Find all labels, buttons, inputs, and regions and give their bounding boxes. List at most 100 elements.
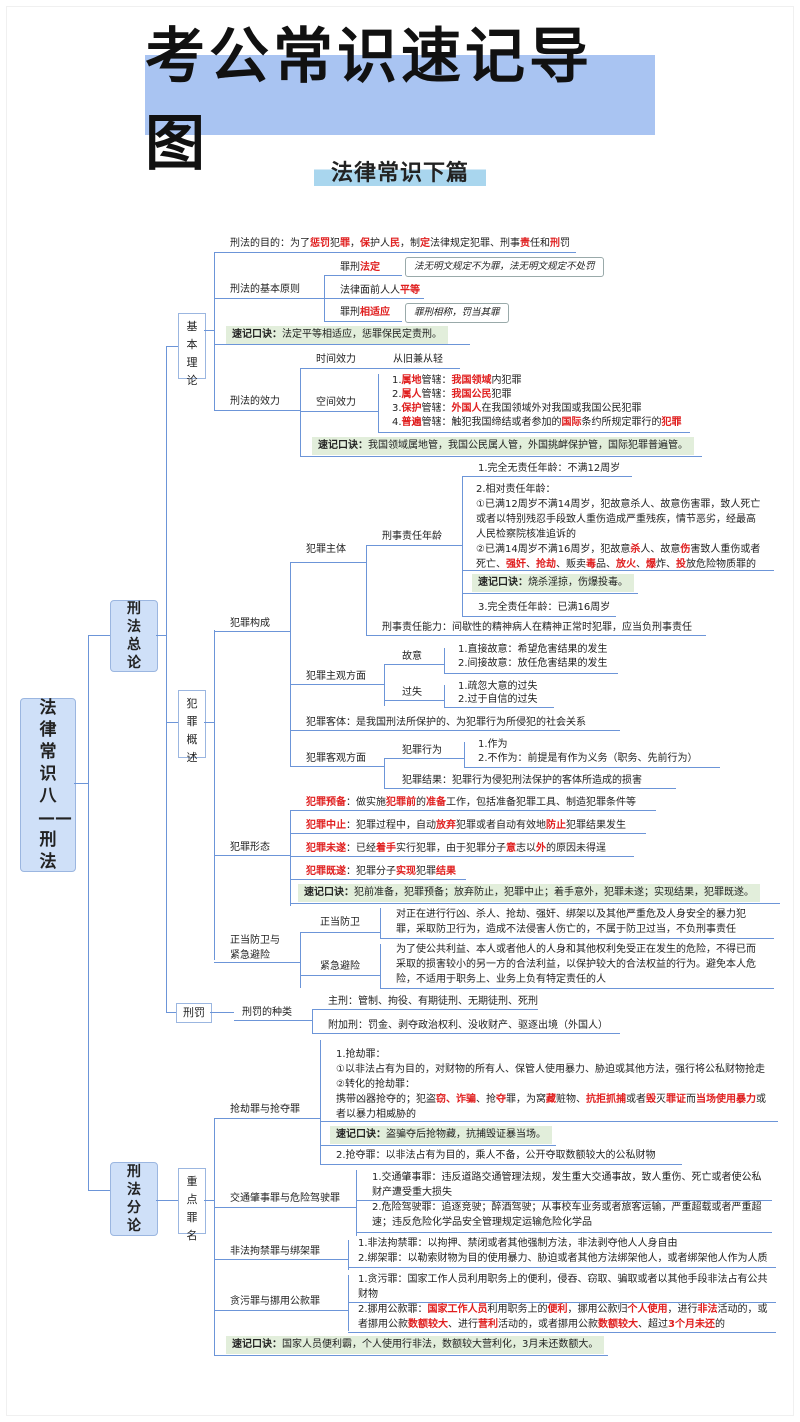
xw2: 2.不作为：前提是有作为义务（职务、先前行为）: [478, 753, 698, 764]
connector: [290, 684, 384, 685]
yubei: 犯罪预备：做实施犯罪前的准备工作，包括准备犯罪工具、制造犯罪条件等: [306, 797, 636, 808]
connector: [214, 298, 324, 299]
keti: 犯罪客体：是我国刑法所保护的、为犯罪行为所侵犯的社会关系: [306, 717, 586, 728]
connector: [166, 722, 178, 723]
connector: [312, 1033, 620, 1034]
node-fzgs[interactable]: 犯罪概述: [178, 690, 206, 764]
node-xf[interactable]: 刑罚: [176, 1003, 212, 1023]
connector: [384, 664, 444, 665]
connector: [214, 630, 215, 960]
zhonglei-label: 刑罚的种类: [242, 1007, 292, 1018]
age1: 1.完全无责任年龄：不满12周岁: [478, 463, 621, 474]
connector: [348, 1240, 349, 1270]
guyi-label: 故意: [402, 651, 422, 662]
xingtai-label: 犯罪形态: [230, 842, 270, 853]
connector: [366, 545, 462, 546]
qiangjie-label: 抢劫罪与抢夺罪: [230, 1104, 300, 1115]
connector: [356, 1200, 772, 1201]
guoshi-label: 过失: [402, 687, 422, 698]
connector: [300, 368, 301, 456]
connector: [290, 810, 291, 906]
kongjian-list: 1.属地管辖：我国领域内犯罪 2.属人管辖：我国公民犯罪 3.保护管辖：外国人在…: [392, 375, 682, 428]
connector: [204, 330, 214, 331]
connector: [290, 879, 466, 880]
connector: [166, 346, 167, 1012]
connector: [384, 788, 676, 789]
jiaotong-text: 1.交通肇事罪：违反道路交通管理法规，发生重大交通事故，致人重伤、死亡或者使公私…: [372, 1172, 762, 1228]
zhuti-label: 犯罪主体: [306, 544, 346, 555]
connector: [348, 1267, 776, 1268]
node-zdzm[interactable]: 重点罪名: [178, 1168, 206, 1242]
connector: [290, 562, 366, 563]
connector: [234, 1020, 312, 1021]
connector: [214, 1310, 348, 1311]
connector: [214, 1355, 608, 1356]
tip-xingtai: 速记口诀：犯前准备，犯罪预备；放弃防止，犯罪中止；着手意外，犯罪未遂；实现结果，…: [298, 884, 760, 902]
purpose-text: 刑法的目的：为了惩罚犯罪，保护人民，制定法律规定犯罪、刑事责任和刑罚: [230, 238, 570, 249]
tip-tanwu: 速记口诀：国家人员便利霸，个人使用行非法，数额较大营利化，3月未还数额大。: [226, 1336, 605, 1354]
connector: [366, 545, 367, 635]
connector: [300, 411, 378, 412]
connector: [300, 368, 460, 369]
jiaotong-label: 交通肇事罪与危险驾驶罪: [230, 1193, 340, 1204]
weisui: 犯罪未遂：已经着手实行犯罪，由于犯罪分子意志以外的原因未得逞: [306, 843, 606, 854]
connector: [320, 1164, 682, 1165]
connector: [214, 1259, 348, 1260]
connector: [356, 1170, 357, 1236]
node-xffl[interactable]: 刑法分论: [110, 1162, 158, 1236]
connector: [312, 1009, 313, 1033]
goucheng-label: 犯罪构成: [230, 618, 270, 629]
connector: [380, 988, 774, 989]
qiangjie-text: 1.抢劫罪： ①以非法占有为目的，对财物的所有人、保管人使用暴力、胁迫或其他方法…: [336, 1049, 766, 1120]
age2: 2.相对责任年龄： ①已满12周岁不满14周岁，犯故意杀人、故意伤害罪，致人死亡…: [476, 484, 761, 570]
jieguo: 犯罪结果：犯罪行为侵犯刑法保护的客体所造成的损害: [402, 775, 642, 786]
connector: [290, 903, 780, 904]
connector: [214, 962, 300, 963]
root-node[interactable]: 法律常识八——刑法: [20, 698, 76, 872]
connector: [384, 758, 385, 788]
principle-label: 刑法的基本原则: [230, 284, 300, 295]
zhuguan-label: 犯罪主观方面: [306, 671, 366, 682]
guoshi2: 2.过于自信的过失: [458, 694, 538, 705]
connector: [300, 456, 702, 457]
connector: [324, 298, 424, 299]
connector: [380, 944, 381, 988]
connector: [300, 975, 380, 976]
connector: [464, 742, 465, 768]
connector: [312, 1009, 538, 1010]
nengli: 刑事责任能力：间歇性的精神病人在精神正常时犯罪，应当负刑事责任: [382, 622, 692, 633]
node-jbll[interactable]: 基本理论: [178, 313, 206, 387]
principle-shiying: 罪刑相适应: [340, 307, 390, 318]
connector: [214, 252, 576, 253]
jujin-2: 2.绑架罪：以勒索财物为目的使用暴力、胁迫或者其他方法绑架他人，或者绑架他人作为…: [358, 1253, 768, 1264]
connector: [214, 1207, 356, 1208]
connector: [156, 1200, 178, 1201]
jujin-1: 1.非法拘禁罪：以拘押、禁闭或者其他强制方法，非法剥夺他人人身自由: [358, 1238, 678, 1249]
connector: [214, 1118, 320, 1119]
shijian-value: 从旧兼从轻: [393, 354, 443, 365]
subtitle: 法律常识下篇: [314, 156, 486, 186]
fujia: 附加刑：罚金、剥夺政治权利、没收财产、驱逐出境（外国人）: [328, 1020, 608, 1031]
keguan-label: 犯罪客观方面: [306, 753, 366, 764]
connector: [324, 321, 402, 322]
connector: [462, 616, 616, 617]
tanwu-label: 贪污罪与挪用公款罪: [230, 1296, 320, 1307]
connector: [88, 1190, 110, 1191]
connector: [204, 722, 214, 723]
xiaoli-label: 刑法的效力: [230, 396, 280, 407]
page-frame: [6, 6, 794, 1416]
jjbx-text: 为了使公共利益、本人或者他人的人身和其他权利免受正在发生的危险，不得已而 采取的…: [396, 944, 756, 985]
jujin-label: 非法拘禁罪与绑架罪: [230, 1246, 320, 1257]
connector: [380, 938, 774, 939]
connector: [384, 664, 385, 706]
principle-pingdeng: 法律面前人人平等: [340, 285, 420, 296]
tanwu-text: 1.贪污罪：国家工作人员利用职务上的便利，侵吞、窃取、骗取或者以其他手段非法占有…: [358, 1274, 768, 1330]
connector: [300, 932, 380, 933]
connector: [444, 685, 445, 708]
connector: [444, 673, 618, 674]
connector: [348, 1332, 776, 1333]
shijian-label: 时间效力: [316, 354, 356, 365]
zhuxing: 主刑：管制、拘役、有期徒刑、无期徒刑、死刑: [328, 996, 538, 1007]
connector: [320, 1040, 321, 1164]
node-xfzl[interactable]: 刑法总论: [110, 600, 158, 672]
